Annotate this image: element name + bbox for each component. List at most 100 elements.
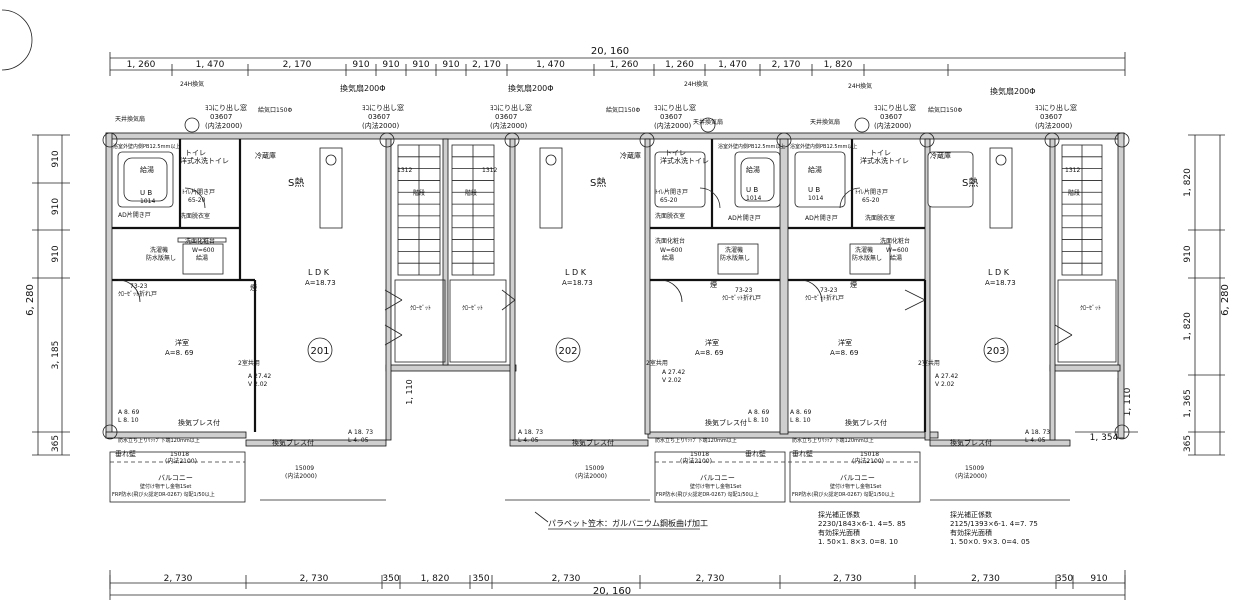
- unit-markers: [102, 117, 1130, 440]
- frp-203: FRP防水(飛び火認定DR-0267) 勾配1/50以上: [792, 491, 895, 498]
- top-seg-dim: 1, 260: [665, 60, 694, 70]
- inner-stair-dim: 1, 110: [405, 379, 414, 404]
- bottom-seg-dim: 350: [472, 574, 489, 584]
- door-swings: [117, 187, 1073, 346]
- window-inner-3: (内法2000): [490, 121, 528, 130]
- two-room-201: 2室共用: [238, 359, 260, 367]
- svg-text:防水版無し: 防水版無し: [146, 254, 176, 262]
- svg-text:ｸﾛｰｾﾞｯﾄ折れ戸: ｸﾛｰｾﾞｯﾄ折れ戸: [118, 290, 157, 298]
- heat-201: S熱: [288, 176, 304, 189]
- toilet-201: トイレ: [185, 149, 206, 157]
- unit-201: 201: [310, 346, 329, 357]
- top-seg-dim: 910: [412, 60, 429, 70]
- fridge-201: 冷蔵庫: [255, 151, 276, 160]
- svg-text:給湯: 給湯: [890, 254, 902, 262]
- dims-203e: A 18. 73: [1025, 429, 1050, 436]
- balcony-203: バルコニー: [840, 474, 875, 482]
- stairs-203: 階段: [1068, 189, 1080, 197]
- ldk-label-201: L D K: [308, 268, 330, 277]
- board-note-1: 浴室外壁内側PB12.5mm以上: [113, 143, 180, 150]
- svg-text:1014: 1014: [746, 195, 761, 202]
- svg-text:給湯: 給湯: [662, 254, 674, 262]
- svg-text:洋式水洗トイレ: 洋式水洗トイレ: [860, 156, 909, 165]
- bottom-seg-dim: 1, 820: [421, 574, 450, 584]
- w15009-201: 15009: [295, 465, 314, 472]
- notes: パラペット笠木：ガルバニウム鋼板曲げ加工 採光補正係数 2230/1843×6-…: [534, 510, 1038, 546]
- bottom-seg-dim: 2, 730: [300, 574, 329, 584]
- frp-201: FRP防水(飛び火認定DR-0267) 勾配1/50以上: [112, 491, 215, 498]
- washer-203: 洗濯機: [855, 246, 873, 254]
- toilet-202: トイレ: [665, 149, 686, 157]
- svg-text:洋式水洗トイレ: 洋式水洗トイレ: [660, 156, 709, 165]
- unit-202: 202: [558, 346, 577, 357]
- svg-text:ｸﾛｰｾﾞｯﾄ折れ戸: ｸﾛｰｾﾞｯﾄ折れ戸: [805, 294, 844, 302]
- stairs-202: 階段: [465, 189, 477, 197]
- vent-24h-3: 24H換気: [848, 82, 872, 90]
- ldk-area-201: A=18.73: [305, 279, 336, 287]
- svg-text:L 4. 05: L 4. 05: [1025, 437, 1046, 444]
- fridge-203: 冷蔵庫: [930, 151, 951, 160]
- dims-203w: A 8. 69: [790, 409, 811, 416]
- window-title-3: ﾖｺにり出し窓: [490, 103, 532, 112]
- left-seg-dim: 910: [51, 198, 61, 215]
- right-seg-dim: 910: [1183, 245, 1193, 262]
- svg-text:(内法2000): (内法2000): [955, 472, 987, 480]
- svg-text:(内法2000): (内法2000): [285, 472, 317, 480]
- supply-3: 給気口150Φ: [928, 106, 962, 114]
- kyutou-202: 給湯: [746, 165, 760, 174]
- right-seg-dim: 1, 365: [1183, 389, 1193, 418]
- calc-right-title: 採光補正係数: [950, 510, 992, 519]
- bottom-seg-dim: 350: [1056, 574, 1073, 584]
- balcony-201: バルコニー: [158, 474, 193, 482]
- bottom-seg-dim: 910: [1090, 574, 1107, 584]
- right-seg-dim: 365: [1183, 435, 1193, 452]
- vanity-203: 洗面化粧台: [880, 237, 910, 245]
- av-203: A 27.42: [935, 373, 958, 380]
- calc-left-2: 有効採光面積: [818, 528, 860, 537]
- svg-text:W=600: W=600: [886, 247, 909, 254]
- ub-203: U B: [808, 186, 820, 194]
- svg-text:65-20: 65-20: [188, 197, 206, 204]
- ldk-label-202: L D K: [565, 268, 587, 277]
- window-title-4: ﾖｺにり出し窓: [654, 103, 696, 112]
- washroom-202: 洗面脱衣室: [655, 212, 685, 220]
- svg-text:L 8. 10: L 8. 10: [790, 417, 811, 424]
- stair-code-202: 1312: [482, 167, 497, 174]
- hanging-203: 垂れ壁: [792, 449, 813, 458]
- top-seg-dim: 910: [382, 60, 399, 70]
- rise-202: 防水立ち上りﾘｯｯﾌﾟ下端120mm以上: [655, 437, 737, 444]
- brace-203b: 換気ブレス付: [950, 438, 992, 447]
- smoke-201: 煙: [250, 283, 257, 292]
- heat-202: S熱: [590, 176, 606, 189]
- w15018-203: 15018: [860, 451, 879, 458]
- heat-203: S熱: [962, 176, 978, 189]
- ceiling-fan-3: 天井換気扇: [810, 118, 840, 126]
- two-room-203: 2室共用: [918, 359, 940, 367]
- top-seg-dim: 1, 260: [127, 60, 156, 70]
- rise-203: 防水立ち上りﾘｯｯﾌﾟ下端120mm以上: [792, 437, 874, 444]
- dims-202e: A 8. 69: [748, 409, 769, 416]
- fan-label-3: 換気扇200Φ: [990, 86, 1036, 96]
- top-seg-dim: 910: [442, 60, 459, 70]
- fan-label-2: 換気扇200Φ: [508, 83, 554, 93]
- top-seg-dim: 2, 170: [772, 60, 801, 70]
- kyutou-203: 給湯: [808, 165, 822, 174]
- western-203: 洋室: [838, 338, 852, 347]
- top-seg-dim: 1, 470: [196, 60, 225, 70]
- top-annotations: 換気扇200Φ 換気扇200Φ 換気扇200Φ 24H換気 24H換気 24H換…: [113, 80, 1077, 150]
- svg-text:V 2.02: V 2.02: [248, 381, 268, 388]
- svg-text:(内法2100): (内法2100): [852, 457, 884, 465]
- stair-code-201: 1312: [397, 167, 412, 174]
- brace-202: 換気ブレス付: [572, 438, 614, 447]
- brace-202b: 換気ブレス付: [705, 418, 747, 427]
- toilet-door-203: ﾄｲﾚ片開き戸: [855, 188, 888, 196]
- calc-left-title: 採光補正係数: [818, 510, 860, 519]
- svg-text:L 4. 05: L 4. 05: [518, 437, 539, 444]
- calc-right-1: 2125/1393×6-1. 4=7. 75: [950, 520, 1038, 528]
- top-seg-dim: 1, 470: [718, 60, 747, 70]
- top-seg-dim: 1, 470: [536, 60, 565, 70]
- w15009-203: 15009: [965, 465, 984, 472]
